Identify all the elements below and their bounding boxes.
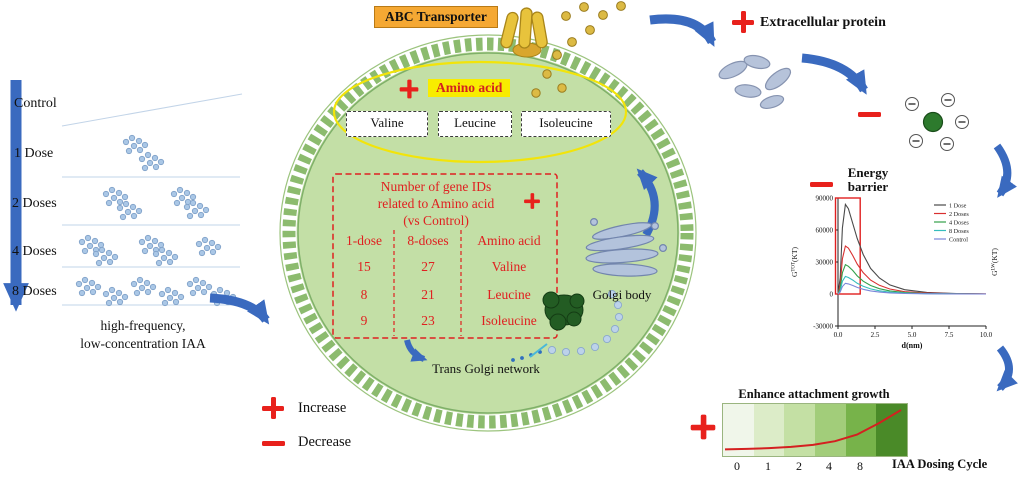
legend-label: 2 Doses (949, 211, 969, 218)
increase-icon-amino-acid (399, 79, 419, 99)
dose-label-2: 2 Doses (12, 196, 57, 211)
dose-label-control: Control (14, 96, 57, 111)
attachment-tick-0: 0 (734, 459, 740, 473)
golgi-body-label: Golgi body (592, 287, 652, 302)
amino-box-leucine: Leucine (438, 111, 512, 137)
protein-dots (531, 1, 626, 98)
y-axis-label-left: GTOT(KT) (790, 246, 799, 277)
charged-cell-art (905, 93, 969, 151)
gene-table-cell: 15 (357, 259, 371, 274)
caption-line2: low-concentration IAA (80, 336, 206, 351)
gene-table-title-line2: related to Amino acid (377, 196, 495, 211)
increase-icon-attachment (690, 414, 716, 440)
x-tick-label: 2.5 (871, 331, 880, 339)
attachment-growth-title: Enhance attachment growth (738, 387, 890, 401)
gene-table-title-line3: (vs Control) (403, 213, 469, 228)
trans-golgi-label: Trans Golgi network (432, 361, 540, 376)
x-axis-label: d(nm) (902, 341, 923, 350)
energy-barrier-title: Energy barrier (847, 165, 889, 194)
abc-transporter-label: ABC Transporter (374, 6, 498, 28)
attachment-cell (845, 404, 877, 456)
minus-ion-icon (908, 99, 966, 145)
attachment-tick-8: 8 (857, 459, 863, 473)
increase-icon-extracellular (732, 11, 754, 33)
gene-table-cell: Isoleucine (481, 313, 537, 328)
attachment-cell (876, 404, 908, 456)
y-tick-label: -30000 (813, 323, 833, 331)
energy-series-2-doses (837, 245, 987, 295)
dose-label-1: 1 Dose (14, 146, 54, 161)
attachment-tick-2: 2 (796, 459, 802, 473)
decrease-icon-charge (858, 112, 881, 117)
x-tick-label: 10.0 (980, 331, 993, 339)
y-tick-label: 90000 (816, 195, 834, 203)
gene-table-cell: 23 (421, 313, 435, 328)
gene-table-cell: 8 (360, 287, 368, 302)
attachment-tick-1: 1 (765, 459, 771, 473)
gene-table-cell: 9 (360, 313, 368, 328)
x-tick-label: 5.0 (908, 331, 917, 339)
amino-box-isoleucine: Isoleucine (521, 111, 611, 137)
y-tick-label: 0 (830, 291, 834, 299)
abc-transporter-protein (500, 7, 548, 58)
gene-table-col-amino: Amino acid (477, 233, 541, 248)
dose-label-4: 4 Doses (12, 244, 57, 259)
iaa-droplet-clusters (75, 134, 237, 307)
flow-arrows (209, 14, 1018, 392)
increase-label: Increase (298, 400, 347, 416)
amino-acid-label: Amino acid (428, 79, 511, 97)
vesicle-beads (547, 289, 624, 357)
x-tick-label: 0.0 (834, 331, 843, 339)
amino-acid-region-ellipse (332, 60, 628, 164)
caption-line1: high-frequency, (100, 318, 186, 333)
amino-box-valine: Valine (346, 111, 428, 137)
golgi-body-art (585, 218, 667, 277)
y-tick-label: 60000 (816, 227, 834, 235)
energy-highlight-box (834, 197, 861, 295)
extracellular-protein-label: Extracellular protein (760, 15, 886, 30)
gene-table-col-1dose: 1-dose (346, 233, 382, 248)
gene-table-cell: Leucine (487, 287, 531, 302)
extracellular-protein-art (718, 54, 792, 110)
gene-table-cell: 27 (421, 259, 435, 274)
decrease-label: Decrease (298, 434, 352, 450)
gene-table-title-line1: Number of gene IDs (380, 179, 492, 194)
decrease-icon-energy (810, 182, 833, 187)
gene-table-frame (332, 173, 558, 339)
decrease-icon-legend (262, 441, 285, 446)
attachment-cell (784, 404, 816, 456)
attachment-cell (753, 404, 785, 456)
y-axis-label-right: GLW(KT) (990, 248, 999, 276)
gene-table-cell: 21 (421, 287, 435, 302)
dose-label-8: 8 Doses (12, 284, 57, 299)
legend-label: 1 Dose (949, 202, 967, 209)
gene-table-col-8doses: 8-doses (407, 233, 449, 248)
legend-label: Control (949, 236, 968, 243)
attachment-cell (815, 404, 846, 456)
attachment-tick-4: 4 (826, 459, 832, 473)
increase-icon-gene-table (524, 193, 540, 209)
attachment-xlabel: IAA Dosing Cycle (892, 457, 988, 471)
attachment-gradient-strip (722, 403, 908, 457)
attachment-cell (723, 404, 754, 456)
dose-guide-lines (61, 93, 243, 306)
energy-series-1-dose (837, 202, 987, 295)
legend-label: 4 Doses (949, 219, 969, 226)
trans-golgi-art (511, 289, 624, 362)
x-tick-label: 7.5 (945, 331, 954, 339)
gene-table-cell: Valine (491, 259, 527, 274)
y-tick-label: 30000 (816, 259, 834, 267)
energy-series-control (837, 282, 987, 295)
legend-label: 8 Doses (949, 228, 969, 235)
increase-icon-legend (262, 397, 284, 419)
